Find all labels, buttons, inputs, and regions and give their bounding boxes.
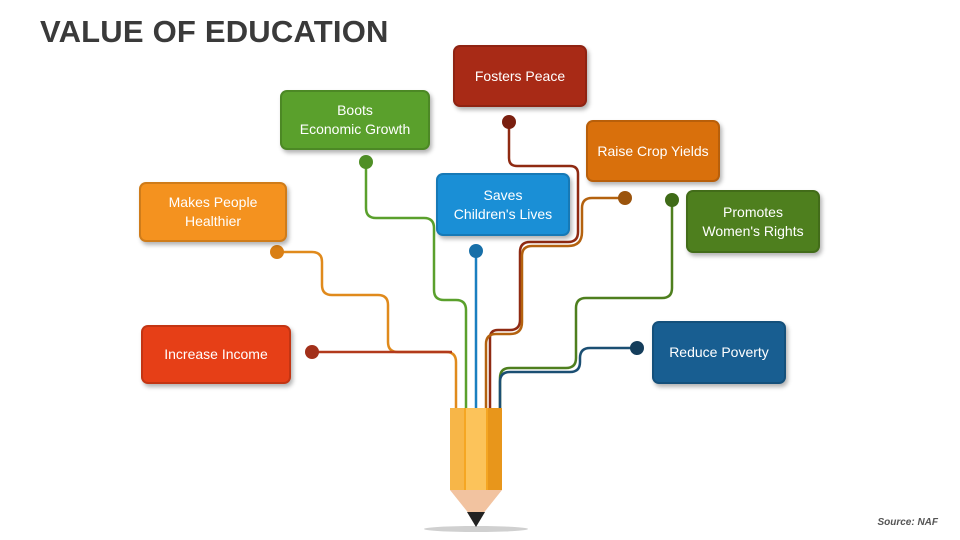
node-makes-healthier: Makes People Healthier [139, 182, 287, 242]
connector-promotes-women [498, 200, 674, 408]
node-dot-saves-lives [469, 244, 483, 258]
connector-raise-crop [484, 196, 625, 408]
pencil-shadow [424, 526, 528, 532]
node-dot-promotes-women [665, 193, 679, 207]
pencil-lead [467, 512, 485, 527]
node-dot-boots-growth [359, 155, 373, 169]
node-label-boots-growth: Boots Economic Growth [299, 102, 411, 137]
node-promotes-women: Promotes Women's Rights [686, 190, 820, 253]
connector-fosters-peace [488, 122, 580, 408]
node-label-raise-crop: Raise Crop Yields [597, 142, 709, 159]
node-dot-makes-healthier [270, 245, 284, 259]
connector-reduce-poverty [498, 346, 637, 408]
node-fosters-peace: Fosters Peace [453, 45, 587, 107]
node-dot-increase-income [305, 345, 319, 359]
node-label-reduce-poverty: Reduce Poverty [669, 344, 769, 360]
pencil-stripe-right [488, 408, 502, 490]
node-boots-growth: Boots Economic Growth [280, 90, 430, 150]
node-label-promotes-women: Promotes Women's Rights [702, 203, 804, 239]
node-label-fosters-peace: Fosters Peace [474, 67, 566, 84]
pencil-stripe-left [450, 408, 464, 490]
page-title: VALUE OF EDUCATION [40, 14, 389, 49]
node-increase-income: Increase Income [141, 325, 291, 384]
node-saves-lives: Saves Children's Lives [436, 173, 570, 236]
node-dot-raise-crop [618, 191, 632, 205]
connector-boots-growth [364, 162, 468, 408]
node-raise-crop: Raise Crop Yields [586, 120, 720, 182]
node-dot-fosters-peace [502, 115, 516, 129]
node-label-increase-income: Increase Income [164, 346, 268, 362]
node-reduce-poverty: Reduce Poverty [652, 321, 786, 384]
pencil-wood-tip [450, 490, 502, 515]
pencil-stripe-mid [466, 408, 486, 490]
source-note: Source: NAF [877, 517, 938, 528]
node-label-saves-lives: Saves Children's Lives [453, 186, 553, 222]
node-label-makes-healthier: Makes People Healthier [168, 194, 258, 229]
node-dot-reduce-poverty [630, 341, 644, 355]
